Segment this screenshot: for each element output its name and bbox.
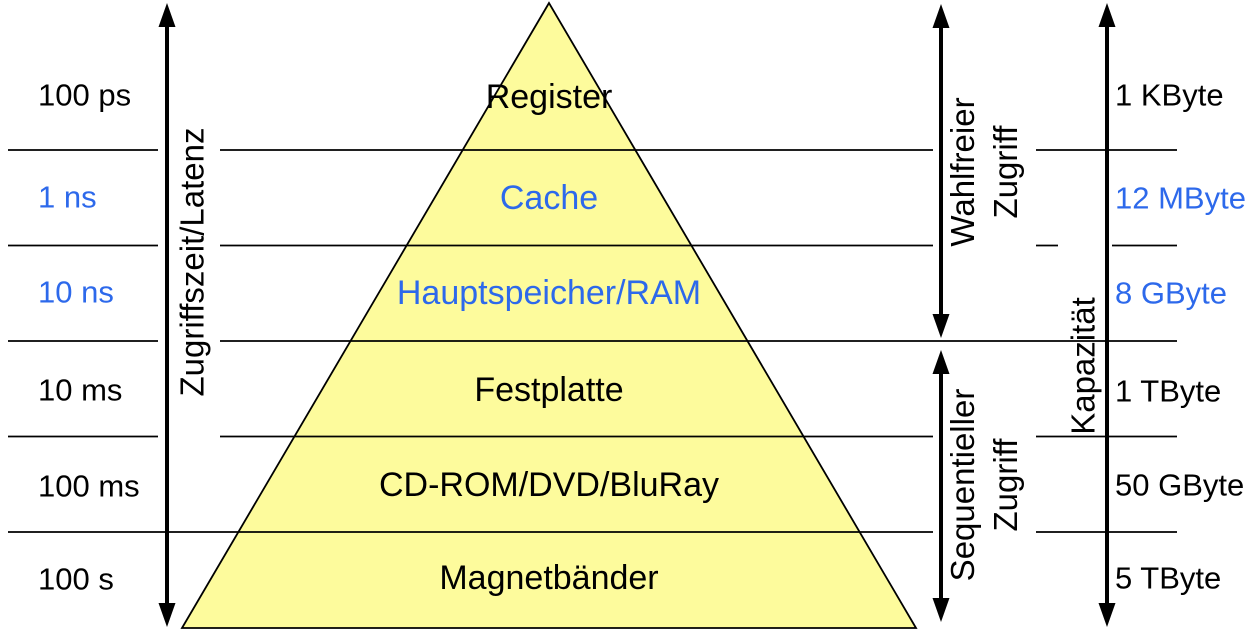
latency-value-cdrom: 100 ms [38, 468, 140, 504]
latency-axis-arrow [158, 3, 176, 627]
random-access-label: Wahlfreier Zugriff [942, 97, 1028, 246]
layer-name-hauptspeicher: Hauptspeicher/RAM [396, 274, 702, 312]
latency-value-festplatte: 10 ms [38, 372, 123, 408]
layer-name-cache: Cache [499, 179, 599, 217]
latency-value-hauptspeicher: 10 ns [38, 274, 114, 310]
layer-name-cdrom: CD-ROM/DVD/BluRay [378, 466, 720, 504]
sequential-access-arrow [932, 350, 950, 622]
capacity-value-cache: 12 MByte [1115, 180, 1246, 216]
sequential-access-label-line1: Sequentieller [944, 388, 982, 582]
latency-value-cache: 1 ns [38, 179, 97, 215]
latency-axis-label: Zugriffszeit/Latenz [173, 127, 211, 397]
layer-name-register: Register [485, 78, 613, 116]
sequential-access-label-line2: Zugriff [987, 438, 1024, 532]
random-access-label-line1: Wahlfreier [944, 97, 982, 247]
random-access-arrow [932, 4, 950, 338]
capacity-axis-label: Kapazität [1064, 297, 1102, 435]
pyramid-shape [180, 1, 918, 629]
capacity-value-hauptspeicher: 8 GByte [1115, 275, 1227, 311]
capacity-value-magnetbaender: 5 TByte [1115, 560, 1222, 596]
latency-value-magnetbaender: 100 s [38, 561, 114, 597]
layer-name-magnetbaender: Magnetbänder [439, 559, 659, 597]
random-access-label-line2: Zugriff [987, 125, 1024, 219]
capacity-value-festplatte: 1 TByte [1115, 373, 1222, 409]
capacity-value-register: 1 KByte [1115, 77, 1224, 113]
capacity-axis-arrow [1098, 3, 1116, 627]
latency-value-register: 100 ps [38, 77, 132, 113]
capacity-value-cdrom: 50 GByte [1115, 467, 1245, 503]
sequential-access-label: Sequentieller Zugriff [942, 389, 1028, 582]
layer-name-festplatte: Festplatte [474, 371, 624, 409]
